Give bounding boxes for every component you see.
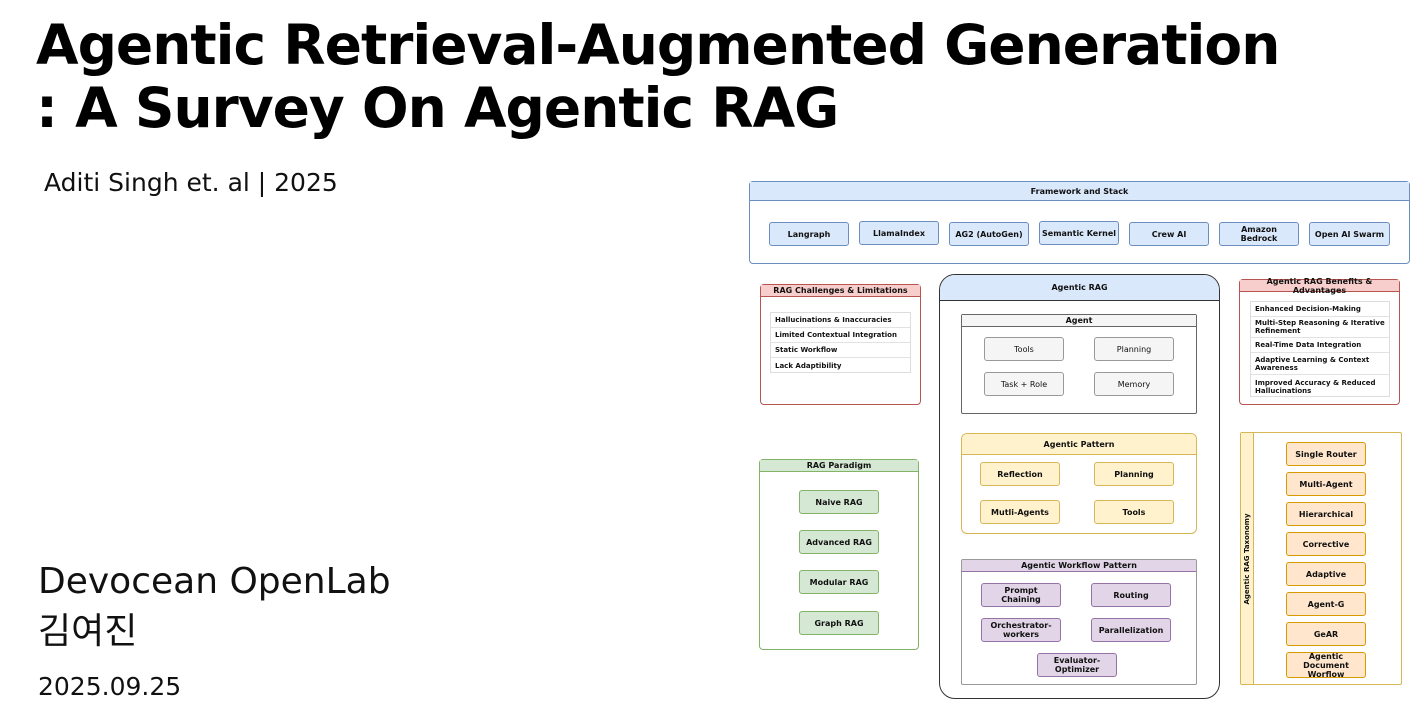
- challenge-item: Lack Adaptibility: [775, 361, 842, 370]
- framework-item-openai-swarm: Open AI Swarm: [1309, 222, 1390, 246]
- workflow-item-evaluator-optimizer: Evaluator-Optimizer: [1037, 653, 1117, 677]
- agentic-rag-title: Agentic RAG: [940, 275, 1219, 301]
- paradigm-item-advanced-rag: Advanced RAG: [799, 530, 879, 554]
- framework-item-ag2: AG2 (AutoGen): [949, 222, 1029, 246]
- pattern-item-reflection: Reflection: [980, 462, 1060, 486]
- challenge-item: Static Workflow: [771, 343, 910, 358]
- taxonomy-title: Agentic RAG Taxonomy: [1243, 513, 1251, 605]
- taxonomy-item-gear: GeAR: [1286, 622, 1366, 646]
- benefit-item: Real-Time Data Integration: [1251, 338, 1389, 353]
- taxonomy-item-multi-agent: Multi-Agent: [1286, 472, 1366, 496]
- taxonomy-item-hierarchical: Hierarchical: [1286, 502, 1366, 526]
- presenter-name: 김여진: [38, 611, 138, 652]
- org-name: Devocean OpenLab: [38, 561, 391, 602]
- taxonomy-item-adaptive: Adaptive: [1286, 562, 1366, 586]
- paradigm-item-graph-rag: Graph RAG: [799, 611, 879, 635]
- authors-line: Aditi Singh et. al | 2025: [44, 168, 338, 197]
- taxonomy-item-corrective: Corrective: [1286, 532, 1366, 556]
- framework-item-crew-ai: Crew AI: [1129, 222, 1209, 246]
- framework-title: Framework and Stack: [750, 182, 1409, 201]
- taxonomy-item-agent-g: Agent-G: [1286, 592, 1366, 616]
- agent-panel: Agent: [961, 314, 1197, 414]
- workflow-item-parallelization: Parallelization: [1091, 618, 1171, 642]
- benefits-title: Agentic RAG Benefits & Advantages: [1240, 277, 1399, 295]
- benefit-item: Multi-Step Reasoning & Iterative Refinem…: [1251, 317, 1389, 338]
- challenge-item: Limited Contextual Integration: [771, 328, 910, 343]
- slide-title: Agentic Retrieval-Augmented Generation :…: [36, 13, 1280, 140]
- challenges-panel: RAG Challenges & Limitations Hallucinati…: [760, 284, 921, 405]
- taxonomy-panel: Agentic RAG Taxonomy: [1240, 432, 1402, 685]
- benefits-panel: Agentic RAG Benefits & Advantages Enhanc…: [1239, 277, 1400, 405]
- presentation-date: 2025.09.25: [38, 672, 182, 701]
- framework-item-llamaindex: LlamaIndex: [859, 221, 939, 245]
- agent-item-memory: Memory: [1094, 372, 1174, 396]
- agentic-pattern-title: Agentic Pattern: [962, 434, 1196, 455]
- framework-item-langraph: Langraph: [769, 222, 849, 246]
- taxonomy-item-agentic-document-workflow: Agentic Document Worflow: [1286, 652, 1366, 679]
- pattern-item-multi-agents: Mutli-Agents: [980, 500, 1060, 524]
- framework-item-semantic-kernel: Semantic Kernel: [1039, 221, 1119, 245]
- framework-item-amazon-bedrock: Amazon Bedrock: [1219, 222, 1299, 246]
- challenge-item: Hallucinations & Inaccuracies: [771, 313, 910, 328]
- challenges-title: RAG Challenges & Limitations: [761, 285, 920, 297]
- agent-item-task-role: Task + Role: [984, 372, 1064, 396]
- workflow-item-prompt-chaining: Prompt Chaining: [981, 583, 1061, 607]
- agent-item-planning: Planning: [1094, 337, 1174, 361]
- benefit-item: Improved Accuracy & Reduced Hallucinatio…: [1255, 378, 1376, 395]
- paradigm-item-modular-rag: Modular RAG: [799, 570, 879, 594]
- taxonomy-item-single-router: Single Router: [1286, 442, 1366, 466]
- agent-title: Agent: [962, 315, 1196, 327]
- pattern-item-planning: Planning: [1094, 462, 1174, 486]
- presenter-block: Devocean OpenLab 김여진: [38, 557, 391, 657]
- challenges-list: Hallucinations & Inaccuracies Limited Co…: [770, 312, 911, 373]
- taxonomy-title-bar: Agentic RAG Taxonomy: [1241, 433, 1254, 684]
- workflow-pattern-title: Agentic Workflow Pattern: [962, 560, 1196, 572]
- paradigm-item-naive-rag: Naive RAG: [799, 490, 879, 514]
- benefits-list: Enhanced Decision-Making Multi-Step Reas…: [1250, 301, 1390, 397]
- benefit-item: Enhanced Decision-Making: [1251, 302, 1389, 317]
- agent-item-tools: Tools: [984, 337, 1064, 361]
- benefit-item: Adaptive Learning & Context Awareness: [1251, 353, 1389, 375]
- workflow-item-routing: Routing: [1091, 583, 1171, 607]
- workflow-item-orchestrator-workers: Orchestrator-workers: [981, 618, 1061, 642]
- slide-title-line1: Agentic Retrieval-Augmented Generation: [36, 13, 1280, 77]
- slide-title-line2: : A Survey On Agentic RAG: [36, 76, 839, 140]
- paradigm-title: RAG Paradigm: [760, 460, 918, 472]
- pattern-item-tools: Tools: [1094, 500, 1174, 524]
